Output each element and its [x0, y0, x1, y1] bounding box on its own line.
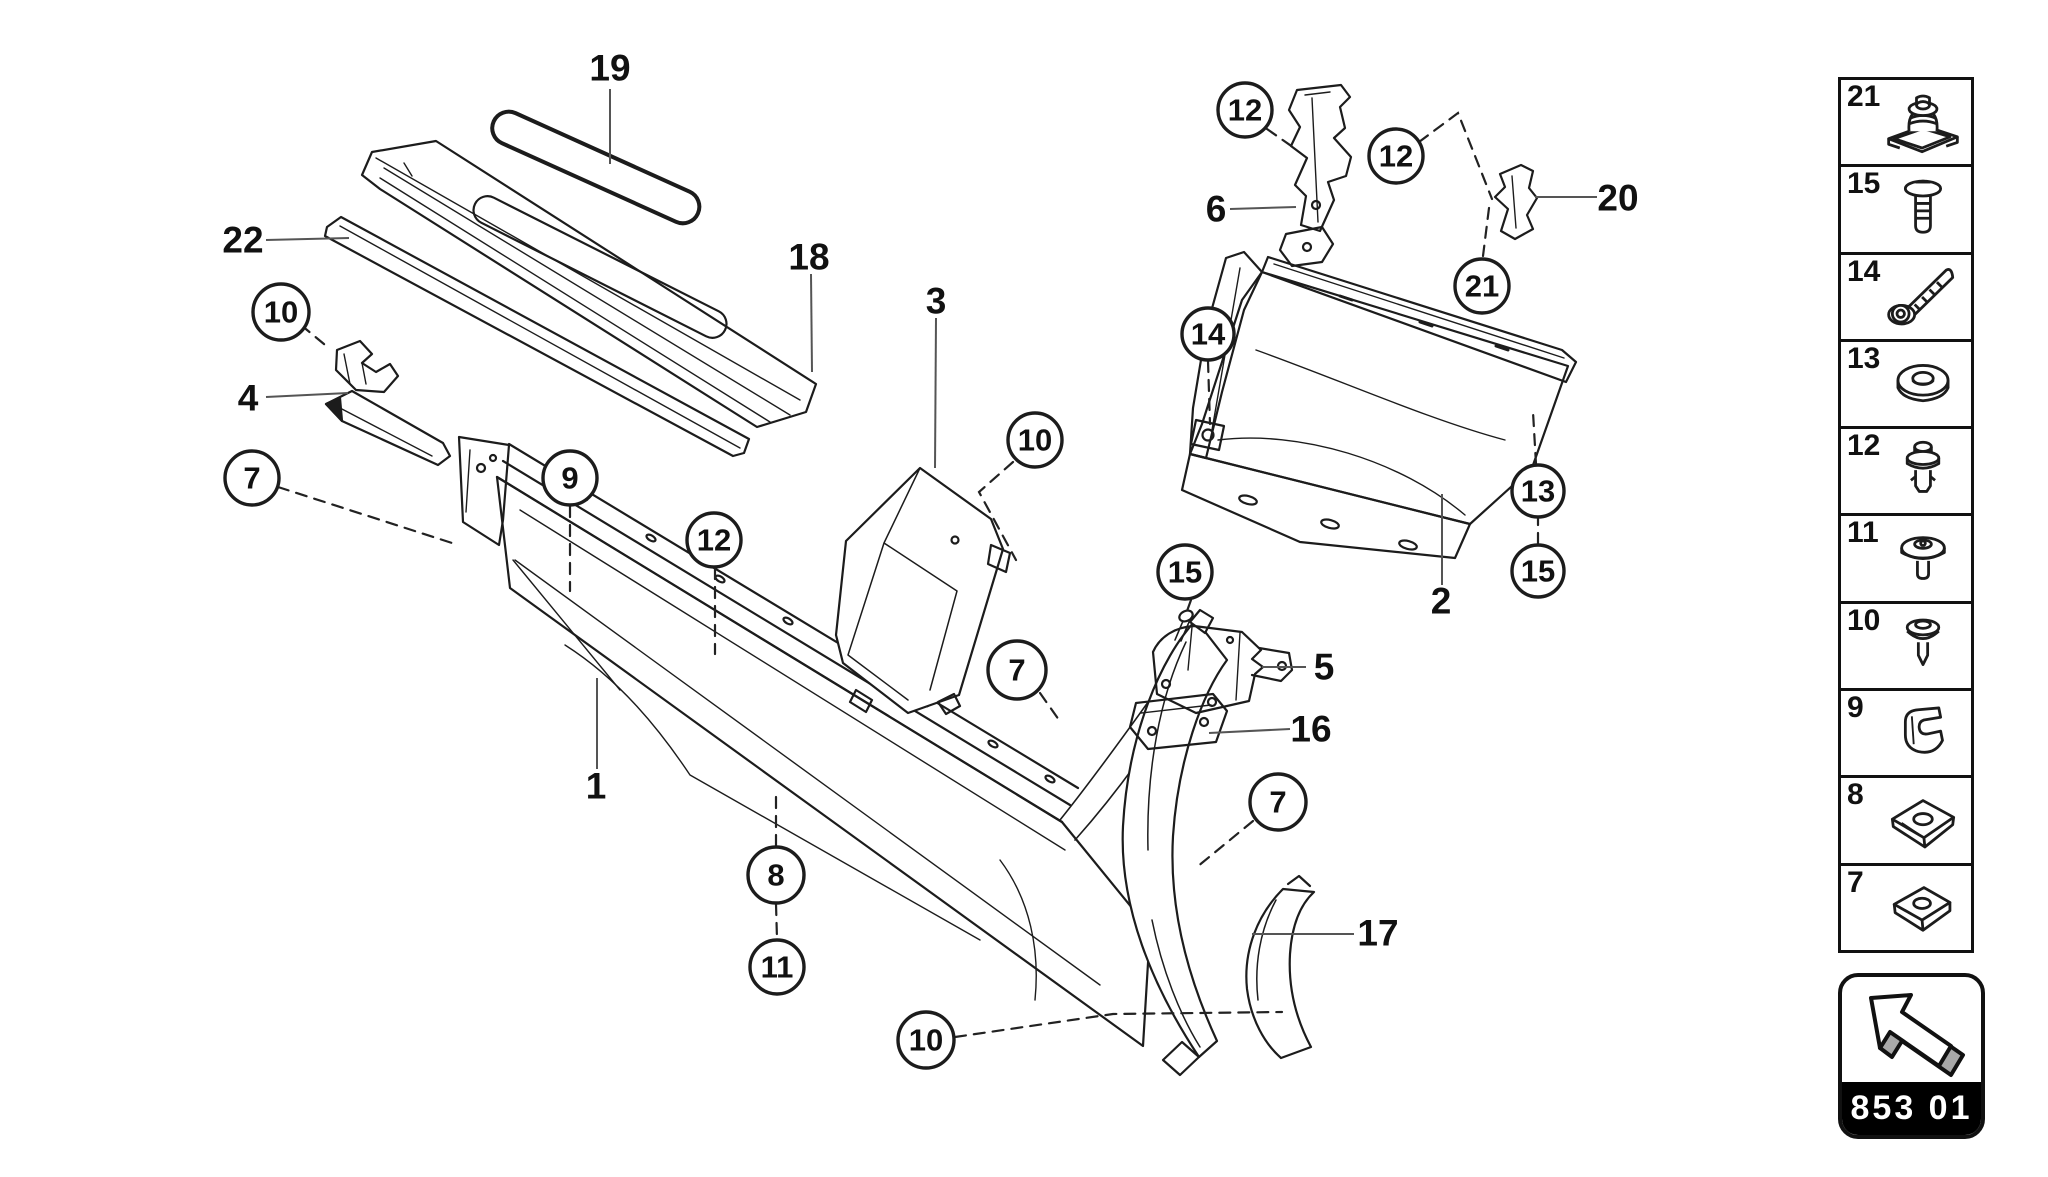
callout-7[interactable]: 7	[1248, 772, 1308, 832]
svg-text:8: 8	[767, 858, 784, 893]
part-label-16: 16	[1290, 709, 1331, 750]
legend-row-10: 10	[1841, 603, 1971, 692]
back-arrow-icon	[1842, 977, 1981, 1082]
legend-number: 9	[1847, 691, 1864, 725]
legend-number: 7	[1847, 865, 1864, 899]
dashed-reference-lines	[276, 111, 1540, 1039]
hardware-legend-sidebar: 21 15 14 13 12 11 10 9 8 7	[1838, 77, 1974, 953]
legend-number: 13	[1847, 341, 1881, 375]
section-code-label: 853 01	[1842, 1082, 1981, 1135]
callout-12[interactable]: 12	[685, 511, 743, 569]
callout-11[interactable]: 11	[748, 938, 806, 996]
part-label-20: 20	[1597, 178, 1638, 219]
legend-row-15: 15	[1841, 167, 1971, 255]
rubber-mount-icon	[1877, 82, 1969, 162]
part-label-22: 22	[222, 220, 263, 261]
part-label-19: 19	[589, 48, 630, 89]
legend-number: 8	[1847, 778, 1864, 812]
legend-row-14: 14	[1841, 255, 1971, 342]
svg-text:10: 10	[909, 1023, 943, 1058]
leader-lines	[265, 89, 1597, 935]
legend-number: 14	[1847, 254, 1881, 288]
callout-21[interactable]: 21	[1453, 257, 1511, 315]
svg-text:12: 12	[697, 523, 731, 558]
legend-number: 10	[1847, 603, 1881, 637]
svg-text:13: 13	[1521, 474, 1555, 509]
rear-quarter-panel-drawing	[1121, 608, 1229, 1077]
part-label-18: 18	[788, 237, 829, 278]
svg-text:12: 12	[1379, 139, 1413, 174]
legend-row-9: 9	[1841, 691, 1971, 779]
callout-14[interactable]: 14	[1180, 306, 1236, 362]
legend-row-8: 8	[1841, 778, 1971, 866]
part-6-bracket-drawing	[1287, 83, 1353, 233]
callout-15[interactable]: 15	[1156, 543, 1214, 601]
callout-8[interactable]: 8	[746, 845, 806, 905]
push-pin-icon	[1877, 606, 1969, 686]
legend-number: 11	[1847, 516, 1879, 550]
legend-number: 15	[1847, 167, 1881, 201]
callout-7[interactable]: 7	[223, 449, 281, 507]
callout-10[interactable]: 10	[251, 282, 311, 342]
part-label-6: 6	[1206, 189, 1227, 230]
part-19-trim-strip-drawing	[490, 109, 702, 226]
part-22-molding-strip-drawing	[323, 215, 751, 458]
part-label-5: 5	[1314, 647, 1335, 688]
speed-nut-icon	[1877, 781, 1969, 861]
svg-text:12: 12	[1228, 93, 1262, 128]
part-16-plate-drawing	[1128, 692, 1229, 751]
callout-12[interactable]: 12	[1367, 127, 1425, 185]
part-label-17: 17	[1357, 913, 1398, 954]
part-17-bracket-drawing	[1245, 874, 1316, 1060]
push-rivet-icon	[1877, 431, 1969, 511]
callout-15[interactable]: 15	[1510, 543, 1566, 599]
svg-text:10: 10	[1018, 423, 1052, 458]
part-1-side-member-drawing	[495, 475, 1201, 1048]
part-4-bracket-drawing	[324, 339, 452, 467]
callout-10[interactable]: 10	[896, 1010, 956, 1070]
part-18-sill-panel-drawing	[360, 139, 818, 429]
part-label-4: 4	[238, 378, 259, 419]
svg-text:15: 15	[1521, 554, 1555, 589]
mushroom-rivet-icon	[1877, 519, 1969, 599]
callout-10[interactable]: 10	[1006, 411, 1064, 469]
svg-text:14: 14	[1191, 317, 1226, 352]
part-label-1: 1	[586, 766, 607, 807]
spring-clip-icon	[1877, 693, 1969, 773]
legend-row-12: 12	[1841, 429, 1971, 517]
legend-number: 21	[1847, 80, 1881, 113]
part-label-3: 3	[926, 281, 947, 322]
callout-7[interactable]: 7	[986, 639, 1048, 701]
legend-row-11: 11	[1841, 516, 1971, 604]
callout-13[interactable]: 13	[1510, 463, 1566, 519]
part-label-2: 2	[1431, 581, 1452, 622]
long-bolt-icon	[1877, 257, 1969, 337]
part-3-duct-bracket-drawing	[834, 466, 1012, 716]
svg-text:11: 11	[761, 950, 794, 985]
legend-row-13: 13	[1841, 341, 1971, 430]
washer-icon	[1877, 344, 1969, 424]
svg-text:21: 21	[1465, 269, 1499, 304]
part-2-wheelhouse-panel-drawing	[1180, 225, 1578, 560]
svg-text:10: 10	[264, 295, 298, 330]
svg-text:9: 9	[561, 461, 578, 496]
pan-screw-icon	[1877, 169, 1969, 249]
callout-9[interactable]: 9	[541, 449, 599, 507]
legend-number: 12	[1847, 429, 1881, 463]
svg-text:7: 7	[243, 461, 260, 496]
callout-12[interactable]: 12	[1216, 81, 1274, 139]
legend-row-21: 21	[1841, 80, 1971, 168]
part-20-bracket-drawing	[1493, 163, 1539, 241]
section-code-box[interactable]: 853 01	[1838, 973, 1985, 1139]
legend-row-7: 7	[1841, 866, 1971, 950]
svg-text:7: 7	[1269, 785, 1286, 820]
clip-nut-icon	[1877, 868, 1969, 948]
svg-text:15: 15	[1168, 555, 1202, 590]
svg-text:7: 7	[1008, 653, 1025, 688]
